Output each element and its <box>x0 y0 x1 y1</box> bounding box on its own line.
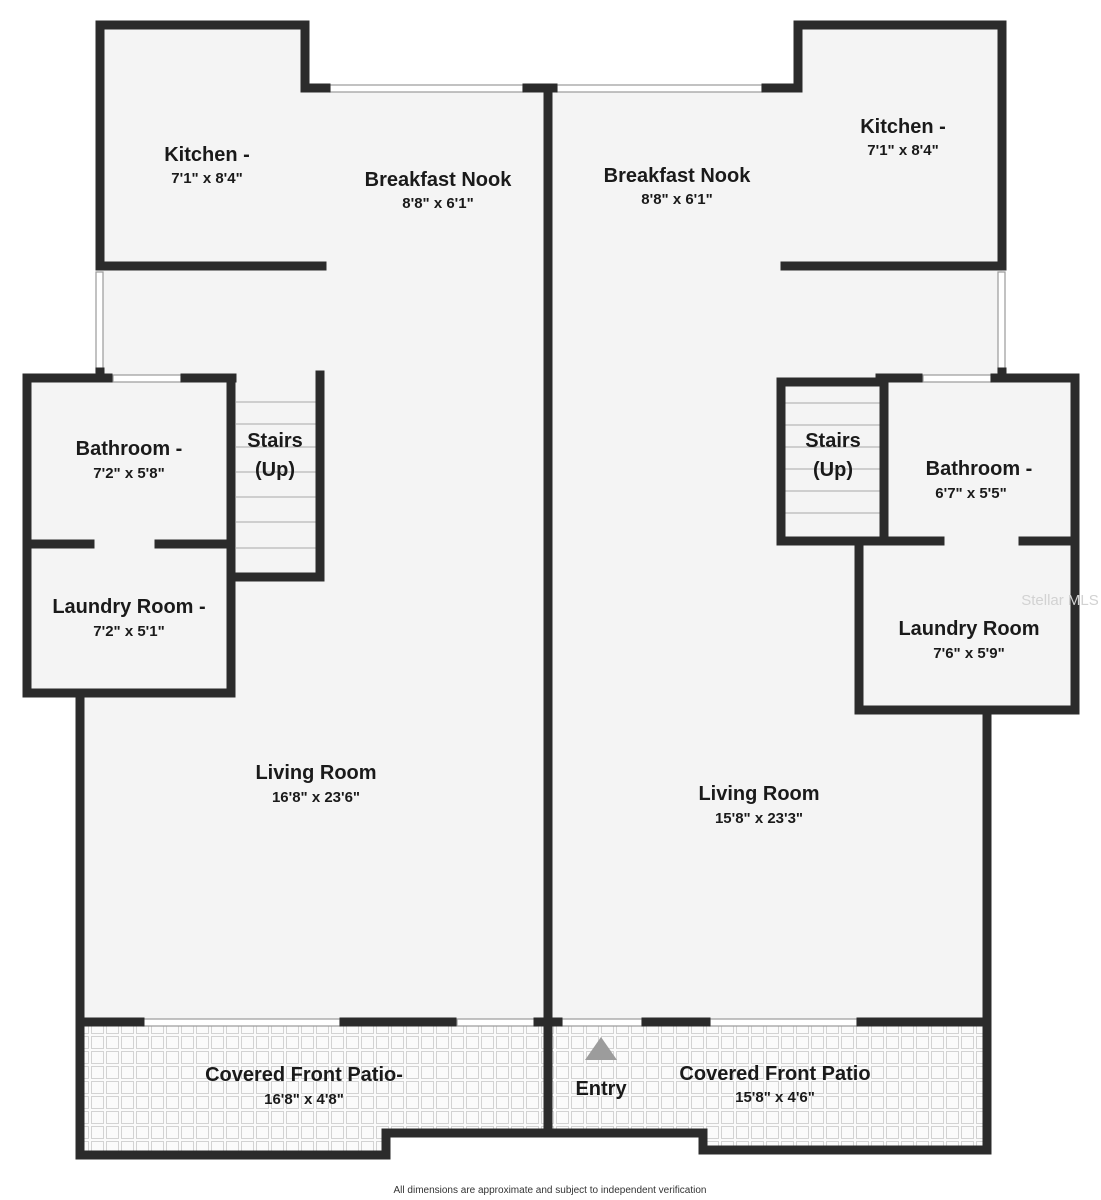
floors <box>27 25 1075 1155</box>
disclaimer-footer: All dimensions are approximate and subje… <box>394 1185 707 1196</box>
right-unit-labels: Kitchen - 7'1" x 8'4" Breakfast Nook 8'8… <box>575 116 1039 1106</box>
left-kitchen-name: Kitchen - <box>164 144 250 166</box>
right-nook-name: Breakfast Nook <box>604 165 752 187</box>
left-nook-dims: 8'8" x 6'1" <box>402 195 473 212</box>
left-laundry-dims: 7'2" x 5'1" <box>93 623 164 640</box>
left-living-dims: 16'8" x 23'6" <box>272 789 360 806</box>
right-living-name: Living Room <box>698 783 819 805</box>
right-laundry-dims: 7'6" x 5'9" <box>933 645 1004 662</box>
right-stairs-label: Stairs <box>805 430 861 452</box>
walls <box>22 20 1080 1160</box>
entry-arrow-icon <box>585 1037 617 1060</box>
right-nook-dims: 8'8" x 6'1" <box>641 191 712 208</box>
left-stairs-direction: (Up) <box>255 459 295 481</box>
right-bathroom-name: Bathroom - <box>926 458 1033 480</box>
left-patio-floor <box>80 1022 548 1155</box>
right-stairs <box>785 402 880 514</box>
entry-label: Entry <box>575 1078 627 1100</box>
right-living-dims: 15'8" x 23'3" <box>715 810 803 827</box>
left-unit-labels: Kitchen - 7'1" x 8'4" Breakfast Nook 8'8… <box>52 144 512 1108</box>
right-kitchen-dims: 7'1" x 8'4" <box>867 142 938 159</box>
left-bathroom-name: Bathroom - <box>76 438 183 460</box>
right-laundry-name: Laundry Room <box>898 618 1039 640</box>
right-patio-dims: 15'8" x 4'6" <box>735 1089 815 1106</box>
left-kitchen-dims: 7'1" x 8'4" <box>171 170 242 187</box>
left-patio-dims: 16'8" x 4'8" <box>264 1091 344 1108</box>
right-kitchen-name: Kitchen - <box>860 116 946 138</box>
left-stairs-label: Stairs <box>247 430 303 452</box>
right-bathroom-dims: 6'7" x 5'5" <box>935 485 1006 502</box>
left-stairs <box>233 375 320 575</box>
windows <box>95 84 1006 1027</box>
right-patio-floor <box>548 1022 987 1150</box>
right-patio-name: Covered Front Patio <box>679 1063 870 1085</box>
left-living-name: Living Room <box>255 762 376 784</box>
right-stairs-direction: (Up) <box>813 459 853 481</box>
left-nook-name: Breakfast Nook <box>365 169 513 191</box>
left-bathroom-dims: 7'2" x 5'8" <box>93 465 164 482</box>
right-upper-floor <box>548 25 1075 1022</box>
left-laundry-name: Laundry Room - <box>52 596 205 618</box>
left-patio-name: Covered Front Patio- <box>205 1064 403 1086</box>
watermark: Stellar MLS <box>1021 592 1099 609</box>
